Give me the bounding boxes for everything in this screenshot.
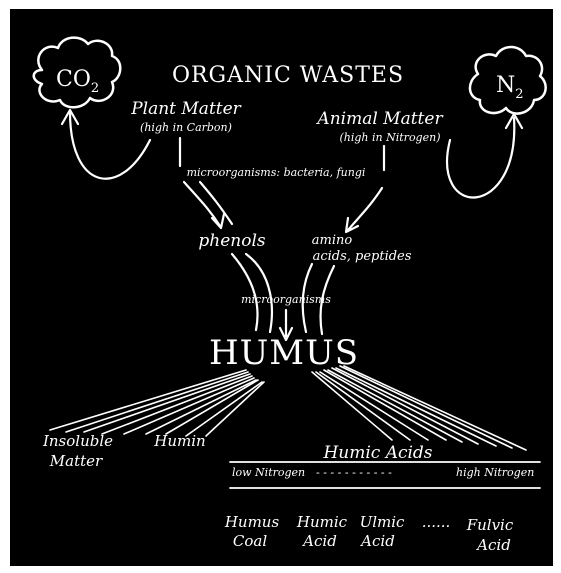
plant-matter-label: Plant Matter (130, 99, 241, 119)
series-dots: ...... (422, 513, 451, 531)
phenols-label: phenols (198, 231, 266, 251)
matter-label: Matter (49, 452, 103, 470)
plant-matter-note: (high in Carbon) (140, 121, 232, 134)
series-3-line1: Ulmic (360, 513, 405, 531)
amino-acids-label: acids, peptides (313, 249, 412, 264)
animal-matter-note: (high in Nitrogen) (340, 131, 441, 144)
animal-to-n2-arrow (447, 118, 514, 197)
series-4-line1: Fulvic (466, 516, 514, 534)
series-4-line2: Acid (475, 536, 511, 554)
plant-to-co2-arrow (70, 112, 150, 179)
series-1-line2: Coal (233, 532, 267, 550)
amino-label: amino (312, 233, 353, 248)
insoluble-label: Insoluble (42, 432, 113, 450)
microorganisms-top-label: microorganisms: bacteria, fungi (187, 166, 366, 179)
fan-lines (50, 366, 526, 450)
humin-label: Humin (153, 432, 205, 450)
phenols-to-humus-line-1 (232, 254, 258, 330)
series-2-line1: Humic (296, 513, 348, 531)
humic-acids-label: Humic Acids (322, 443, 432, 463)
humus-label: HUMUS (209, 333, 359, 373)
co2-label: CO2 (56, 67, 99, 96)
diagram-title: ORGANIC WASTES (172, 63, 404, 88)
plant-to-phenols-arrow-2 (200, 182, 232, 224)
animal-to-amino-arrow (348, 188, 382, 230)
scale-dots: - - - - - - - - - - - (316, 466, 392, 479)
animal-matter-label: Animal Matter (315, 109, 443, 129)
series-1-line1: Humus (224, 513, 280, 531)
n2-label: N2 (496, 73, 524, 102)
series-2-line2: Acid (301, 532, 337, 550)
low-nitrogen-label: low Nitrogen (232, 466, 305, 479)
series-3-line2: Acid (359, 532, 395, 550)
high-nitrogen-label: high Nitrogen (456, 466, 534, 479)
